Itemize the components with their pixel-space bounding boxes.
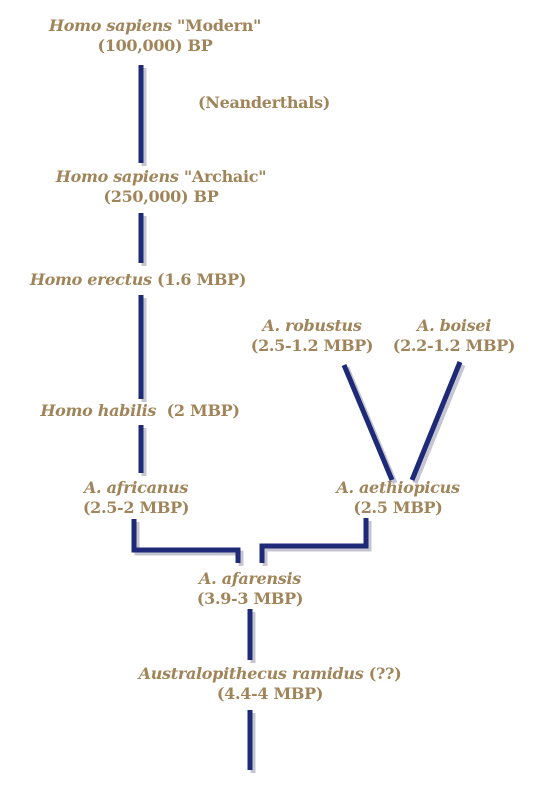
date-range: (4.4-4 MBP)	[216, 684, 324, 703]
species-name: Homo sapiens	[55, 167, 179, 186]
node-neanderthals: (Neanderthals)	[198, 93, 330, 113]
date-range: (2.5-1.2 MBP)	[250, 336, 374, 355]
date-range: (2.2-1.2 MBP)	[392, 336, 516, 355]
species-name: A. africanus	[83, 478, 189, 497]
node-australopithecus-ramidus: Australopithecus ramidus (??) (4.4-4 MBP…	[139, 664, 402, 704]
species-name: A. aethiopicus	[336, 478, 460, 497]
branch-aethiopicus-afarensis	[259, 518, 369, 563]
species-note: (??)	[363, 664, 402, 683]
species-name: Australopithecus ramidus	[138, 664, 364, 683]
node-homo-sapiens-archaic: Homo sapiens "Archaic" (250,000) BP	[55, 167, 267, 207]
node-homo-habilis: Homo habilis (2 MBP)	[40, 401, 240, 421]
date-range: (250,000) BP	[103, 187, 219, 206]
species-name: Homo habilis	[40, 401, 157, 420]
node-a-afarensis: A. afarensis (3.9-3 MBP)	[196, 569, 304, 609]
species-name: Homo erectus	[29, 270, 152, 289]
date-range: (2.5-2 MBP)	[82, 498, 190, 517]
date-range: (3.9-3 MBP)	[196, 589, 304, 608]
node-homo-sapiens-modern: Homo sapiens "Modern" (100,000) BP	[49, 16, 261, 56]
node-a-robustus: A. robustus (2.5-1.2 MBP)	[250, 316, 374, 356]
neanderthals-label: (Neanderthals)	[197, 93, 331, 112]
species-name: A. afarensis	[199, 569, 301, 588]
node-a-africanus: A. africanus (2.5-2 MBP)	[82, 478, 190, 518]
date-range: (2 MBP)	[156, 401, 240, 420]
species-name: Homo sapiens	[48, 16, 172, 35]
species-note: "Modern"	[171, 16, 262, 35]
date-range: (2.5 MBP)	[353, 498, 443, 517]
branch-robustus-aethiopicus	[341, 364, 395, 481]
branch-boisei-aethiopicus	[409, 361, 463, 481]
species-note: "Archaic"	[178, 167, 267, 186]
species-name: A. boisei	[416, 316, 492, 335]
date-range: (100,000) BP	[97, 36, 213, 55]
node-a-aethiopicus: A. aethiopicus (2.5 MBP)	[336, 478, 460, 518]
date-range: (1.6 MBP)	[151, 270, 247, 289]
species-name: A. robustus	[262, 316, 362, 335]
branch-africanus-afarensis	[131, 519, 241, 563]
node-a-boisei: A. boisei (2.2-1.2 MBP)	[392, 316, 516, 356]
node-homo-erectus: Homo erectus (1.6 MBP)	[29, 270, 247, 290]
